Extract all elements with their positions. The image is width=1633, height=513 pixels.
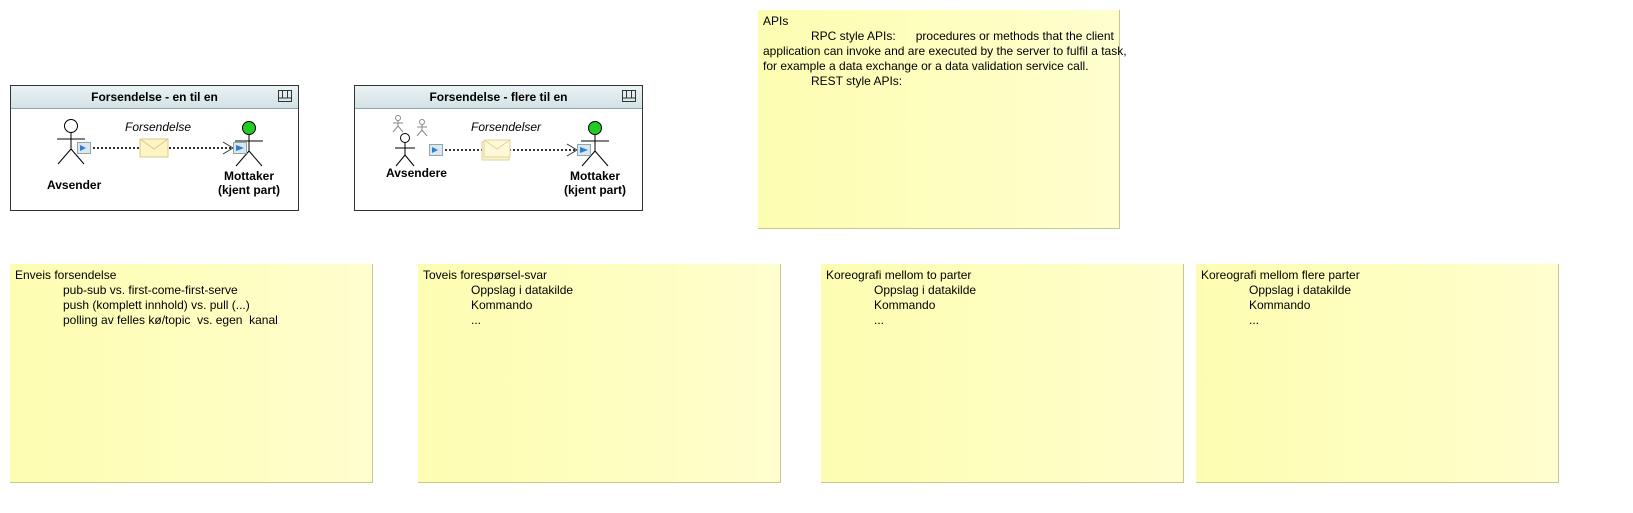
sender-actor-icon[interactable] (393, 133, 417, 167)
frame-icon (622, 90, 636, 102)
receive-port-icon (233, 142, 247, 154)
note-item: ... (471, 313, 482, 327)
receiver-label-line-1: Mottaker (223, 169, 274, 183)
frame-flere-til-en[interactable]: Forsendelse - flere til en Forsendelser (354, 85, 643, 211)
actor-small-icon (416, 119, 428, 137)
rest-label: REST style APIs: (811, 74, 903, 88)
flow-label: Forsendelser (471, 120, 542, 134)
note-enveis[interactable]: Enveis forsendelse pub-sub vs. first-com… (10, 264, 373, 483)
frame-body: Forsendelser Avsendere (355, 109, 642, 210)
note-item: pub-sub vs. first-come-first-serve (63, 283, 238, 297)
rpc-label: RPC style APIs: (811, 29, 896, 43)
api-note[interactable]: APIs RPC style APIs: procedures or metho… (758, 10, 1127, 229)
note-item: ... (1249, 313, 1260, 327)
send-port-icon (429, 144, 443, 156)
note-item: Kommando (471, 298, 533, 312)
actor-small-icon (392, 115, 404, 133)
note-title: Koreografi mellom flere parter (1201, 268, 1360, 282)
note-koreografi-flere[interactable]: Koreografi mellom flere parter Oppslag i… (1196, 264, 1559, 483)
note-title: Koreografi mellom to parter (826, 268, 972, 282)
receive-port-icon (577, 144, 591, 156)
note-item: Oppslag i datakilde (471, 283, 574, 297)
note-item: Oppslag i datakilde (1249, 283, 1352, 297)
receiver-label-line-2: (kjent part) (217, 183, 280, 197)
frame-en-til-en[interactable]: Forsendelse - en til en Forsendelse (10, 85, 299, 211)
sender-label: Avsendere (386, 166, 447, 180)
note-title: Toveis forespørsel-svar (423, 268, 548, 282)
note-item: Kommando (874, 298, 936, 312)
envelope-icon (139, 138, 169, 158)
rpc-text-1: procedures or methods that the client (915, 29, 1114, 43)
send-port-icon (77, 142, 91, 154)
frame-header: Forsendelse - flere til en (355, 86, 642, 109)
note-item: push (komplett innhold) vs. pull (...) (63, 298, 250, 312)
envelope-icon (481, 139, 511, 161)
note-title: APIs (763, 14, 789, 28)
note-title: Enveis forsendelse (15, 268, 117, 282)
frame-body: Forsendelse Avsender Mottaker (kjent par (11, 109, 298, 210)
rpc-line: RPC style APIs: procedures or methods th… (763, 29, 1114, 44)
frame-title: Forsendelse - en til en (91, 90, 218, 104)
sender-label: Avsender (47, 178, 102, 192)
note-koreografi-to[interactable]: Koreografi mellom to parter Oppslag i da… (821, 264, 1184, 483)
note-item: Oppslag i datakilde (874, 283, 977, 297)
receiver-label-line-2: (kjent part) (563, 183, 626, 197)
receiver-actor-icon[interactable] (579, 121, 611, 167)
note-item: polling av felles kø/topic vs. egen kana… (63, 313, 278, 327)
sender-actor-icon[interactable] (55, 119, 87, 165)
receiver-label-line-1: Mottaker (569, 169, 620, 183)
note-item: Kommando (1249, 298, 1311, 312)
frame-header: Forsendelse - en til en (11, 86, 298, 109)
frame-icon (278, 90, 292, 102)
rpc-text-3: for example a data exchange or a data va… (763, 59, 1089, 73)
frame-title: Forsendelse - flere til en (429, 90, 568, 104)
note-toveis[interactable]: Toveis forespørsel-svar Oppslag i dataki… (418, 264, 781, 483)
rpc-text-2: application can invoke and are executed … (763, 44, 1127, 58)
note-item: ... (874, 313, 885, 327)
flow-label: Forsendelse (125, 120, 192, 134)
